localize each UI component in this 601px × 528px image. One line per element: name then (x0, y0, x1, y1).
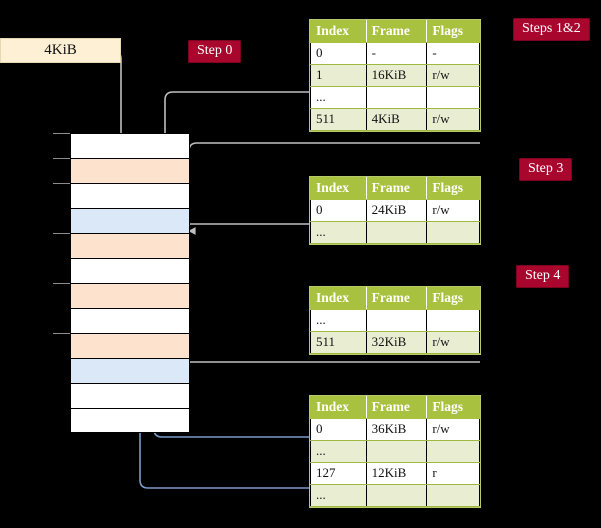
cell-index: ... (310, 86, 367, 109)
column-header-frame: Frame (365, 287, 428, 310)
memory-frame-row (70, 333, 190, 358)
memory-frame-row (70, 283, 190, 308)
cell-frame: 32KiB (365, 331, 428, 354)
cell-flags: r/w (426, 331, 480, 354)
cell-frame: - (365, 42, 428, 65)
column-header-flags: Flags (426, 177, 480, 200)
virtual-address-label: 4KiB (44, 42, 77, 58)
cell-index: ... (310, 309, 367, 332)
cell-index: 511 (310, 108, 367, 131)
memory-frame-tick (53, 283, 70, 284)
cell-index: 0 (310, 418, 367, 441)
badge-step-3: Step 3 (519, 158, 573, 181)
memory-frame-tick (53, 333, 70, 334)
cell-index: ... (310, 484, 367, 507)
virtual-address-box: 4KiB (0, 38, 121, 63)
cell-flags (426, 86, 480, 109)
badge-steps-1-and-2: Steps 1&2 (513, 18, 590, 41)
memory-frame-row (70, 308, 190, 333)
memory-frame-row (70, 383, 190, 408)
cell-index: 0 (310, 42, 367, 65)
memory-frame-row (70, 358, 190, 383)
cell-flags: r/w (426, 418, 480, 441)
cell-flags (426, 221, 480, 244)
cell-flags: r/w (426, 199, 480, 222)
column-header-frame: Frame (365, 396, 428, 419)
column-header-index: Index (310, 20, 367, 43)
cell-frame: 24KiB (365, 199, 428, 222)
cell-index: ... (310, 221, 367, 244)
memory-frame-row (70, 158, 190, 183)
memory-frame-tick (53, 158, 70, 159)
table-row: ... (310, 440, 480, 463)
cell-flags (426, 440, 480, 463)
cell-frame (365, 221, 428, 244)
memory-frame-row (70, 133, 190, 158)
table-row: 0-- (310, 42, 480, 65)
cell-index: ... (310, 440, 367, 463)
cell-frame (365, 309, 428, 332)
column-header-index: Index (310, 287, 367, 310)
table-row: ... (310, 221, 480, 244)
cell-flags: r/w (426, 64, 480, 87)
cell-frame (365, 86, 428, 109)
memory-frame-tick (53, 183, 70, 184)
memory-frame-row (70, 183, 190, 208)
cell-flags (426, 309, 480, 332)
physical-memory-column (70, 133, 190, 433)
cell-flags: r (426, 462, 480, 485)
cell-frame: 12KiB (365, 462, 428, 485)
memory-frame-row (70, 408, 190, 433)
column-header-frame: Frame (365, 20, 428, 43)
column-header-frame: Frame (365, 177, 428, 200)
cell-flags: - (426, 42, 480, 65)
cell-frame: 4KiB (365, 108, 428, 131)
cell-frame: 36KiB (365, 418, 428, 441)
cell-index: 127 (310, 462, 367, 485)
cell-flags: r/w (426, 108, 480, 131)
cell-index: 511 (310, 331, 367, 354)
badge-step-0: Step 0 (188, 40, 242, 63)
memory-frame-row (70, 208, 190, 233)
column-header-index: Index (310, 177, 367, 200)
column-header-flags: Flags (426, 287, 480, 310)
memory-frame-row (70, 233, 190, 258)
table-row: ... (310, 309, 480, 332)
column-header-flags: Flags (426, 396, 480, 419)
table-row: ... (310, 484, 480, 507)
cell-index: 0 (310, 199, 367, 222)
table-row: ... (310, 86, 480, 109)
cell-frame: 16KiB (365, 64, 428, 87)
cell-index: 1 (310, 64, 367, 87)
badge-step-4: Step 4 (516, 265, 570, 288)
cell-flags (426, 484, 480, 507)
memory-frame-tick (53, 233, 70, 234)
memory-frame-row (70, 258, 190, 283)
memory-frame-tick (53, 133, 70, 134)
cell-frame (365, 484, 428, 507)
cell-frame (365, 440, 428, 463)
column-header-flags: Flags (426, 20, 480, 43)
column-header-index: Index (310, 396, 367, 419)
